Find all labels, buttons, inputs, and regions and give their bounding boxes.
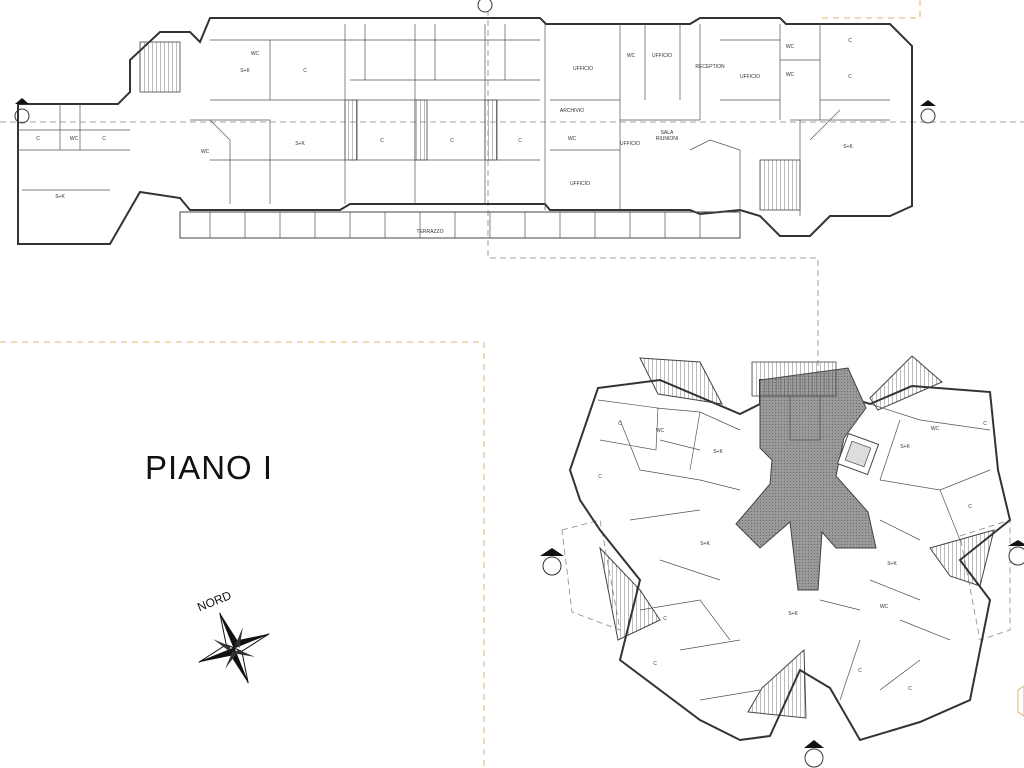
bottom-building-plan: S+K S+K S+K S+K S+K C C C C C C C C WC W… (540, 355, 1024, 768)
room-label: C (598, 474, 602, 480)
north-label: NORD (195, 588, 233, 614)
room-label: RECEPTION (695, 64, 725, 70)
room-label: S+K (900, 444, 910, 450)
room-label: S+K (788, 611, 798, 617)
room-label: C (908, 686, 912, 692)
floor-title: PIANO I (145, 449, 273, 486)
room-label: WC (568, 136, 577, 142)
room-label: RIUNIONI (656, 136, 679, 142)
room-label: UFFICIO (652, 53, 672, 59)
room-label: S+K (713, 449, 723, 455)
room-label: C (380, 138, 384, 144)
room-label: C (983, 421, 987, 427)
room-label: C (36, 136, 40, 142)
room-label: TERRAZZO (417, 229, 444, 235)
room-label: UFFICIO (570, 181, 590, 187)
room-label: WC (786, 44, 795, 50)
room-label: WC (786, 72, 795, 78)
room-label: C (848, 38, 852, 44)
room-label: S+K (55, 194, 65, 200)
room-label: C (858, 668, 862, 674)
room-label: C (303, 68, 307, 74)
room-label: C (653, 661, 657, 667)
room-label: WC (251, 51, 260, 57)
room-label: UFFICIO (620, 141, 640, 147)
room-label: WC (880, 604, 889, 610)
room-label: C (102, 136, 106, 142)
room-label: C (618, 421, 622, 427)
room-label: UFFICIO (573, 66, 593, 72)
room-label: WC (201, 149, 210, 155)
room-label: C (518, 138, 522, 144)
room-label: S+K (887, 561, 897, 567)
room-label: S+K (843, 144, 853, 150)
room-label: WC (70, 136, 79, 142)
room-label: WC (656, 428, 665, 434)
room-label: S+K (700, 541, 710, 547)
room-label: C (450, 138, 454, 144)
room-label: ARCHIVIO (560, 108, 584, 114)
room-label: UFFICIO (740, 74, 760, 80)
room-label: C (968, 504, 972, 510)
room-label: C (848, 74, 852, 80)
north-arrow-compass (198, 612, 270, 684)
room-label: S+K (295, 141, 305, 147)
room-label: SALA (661, 130, 674, 136)
room-label: WC (931, 426, 940, 432)
room-label: S+K (240, 68, 250, 74)
room-label: WC (627, 53, 636, 59)
top-building-plan: C S+K C C C UFFICIO ARCHIVIO UFFICIO UFF… (14, 0, 936, 245)
room-label: C (663, 616, 667, 622)
